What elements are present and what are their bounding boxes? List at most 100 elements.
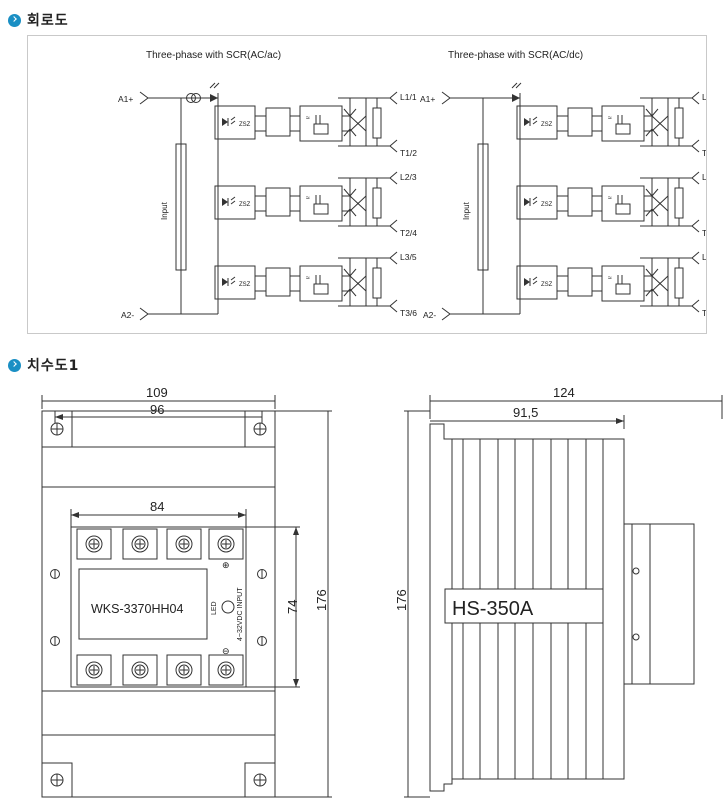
line-label: L2/3 [702,172,706,182]
input-label: Input [462,201,471,220]
mount-tab-bl [41,762,73,798]
driver-inner-box [313,283,329,295]
driver-tilde: ≈ [608,195,612,202]
dimension-section-header: 치수도1 [8,355,79,375]
line-label: L1/1 [400,92,417,102]
driver-inner-box [615,283,631,295]
heatsink-model: HS-350A [452,598,534,620]
line-label: L2/3 [400,172,417,182]
opto-ray [532,196,538,201]
opto-ray [230,120,236,125]
opto-led-icon [222,198,228,206]
control-box [265,187,291,217]
scr-thyristor [645,128,659,137]
module-side [623,523,695,685]
opto-ray [532,120,538,125]
optocoupler-box [516,105,558,140]
zener-label: ZSZ [541,282,553,288]
led-icon [512,94,520,102]
optocoupler-box [214,105,256,140]
driver-tilde: ≈ [306,195,310,202]
arrow [238,512,246,518]
phase-row: ZSZ≈L1/1T1/2 [214,91,417,158]
opto-ray [532,280,538,285]
led-label: LED [211,601,218,615]
optocoupler-box [516,185,558,220]
module-body [70,526,247,688]
load-terminal [691,139,700,153]
circuit-ac-dc: Three-phase with SCR(AC/dc)A1+A2-InputZS… [420,50,719,321]
terminal-block [166,528,202,560]
terminal-block [76,654,112,686]
opto-ray [532,116,538,121]
a2-minus-label: A2- [121,310,134,320]
terminal-block [76,528,112,560]
front-body [41,410,276,798]
opto-ray [230,196,236,201]
terminal-block [166,654,202,686]
control-box [567,187,593,217]
screw-icon-inner [178,664,190,676]
line-label: L1/1 [702,92,706,102]
scr-thyristor [343,288,357,297]
mount-tab-br [244,762,276,798]
opto-led-icon [524,198,530,206]
scr-thyristor [645,208,659,217]
scr-thyristor [343,128,357,137]
snubber-resistor [674,187,684,219]
phase-row: ZSZ≈L3/5T3/6 [214,251,417,318]
scr-thyristor [645,288,659,297]
scr-cross [651,195,669,212]
terminal-block [122,528,158,560]
scr-cross [651,275,669,292]
zener-label: ZSZ [239,282,251,288]
snubber-resistor [372,107,382,139]
dim-label-124: 124 [553,385,575,400]
circuit-section-header: 회로도 [8,10,69,30]
driver-inner-box [615,203,631,215]
line-terminal [691,251,700,265]
input-resistor [175,143,187,271]
driver-box [299,185,343,222]
circuit-ac-ac: Three-phase with SCR(AC/ac)A1+A2-InputZS… [118,50,417,321]
ammeter-icon [191,93,201,103]
dim-label-91-5: 91,5 [513,405,538,420]
terminal-block [122,654,158,686]
opto-led-icon [222,278,228,286]
snubber-resistor [372,267,382,299]
scr-cross [349,115,367,132]
screw-icon-inner [134,664,146,676]
screw-icon [85,661,103,679]
led-ray [213,82,220,89]
model-label-box [78,568,208,640]
driver-tilde: ≈ [608,115,612,122]
driver-inner-box [313,203,329,215]
a1-plus-label: A1+ [118,94,133,104]
phase-row: ZSZ≈L2/3T2/4 [214,171,417,238]
dimension-section-title: 치수도1 [27,358,80,374]
driver-box [299,105,343,142]
terminal-label: T2/4 [400,228,417,238]
module-screw-icon [632,567,640,575]
phase-row: ZSZ≈L1/1T1/2 [516,91,719,158]
screw-icon [217,535,235,553]
screw-icon-inner [178,538,190,550]
control-box [265,267,291,297]
load-terminal [389,139,398,153]
optocoupler-box [214,265,256,300]
chevron-right-icon [8,358,21,372]
driver-tilde: ≈ [306,275,310,282]
opto-led-icon [524,278,530,286]
driver-box [601,265,645,302]
line-terminal [691,91,700,105]
terminal-label: T1/2 [702,148,706,158]
scr-cross [349,195,367,212]
screw-icon-inner [88,538,100,550]
snubber-resistor [372,187,382,219]
scr-cross [651,115,669,132]
dim-label-96: 96 [150,402,164,417]
load-terminal [691,219,700,233]
